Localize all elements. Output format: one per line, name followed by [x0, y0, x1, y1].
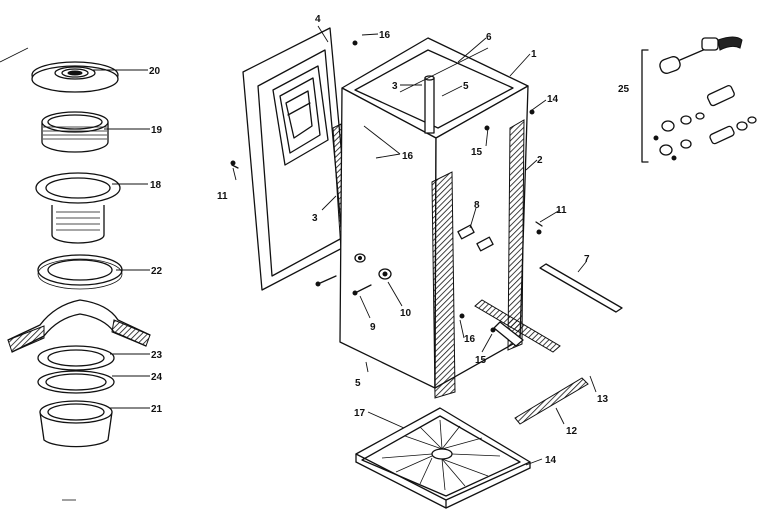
- leader-lines: [92, 25, 597, 466]
- callout-6: 6: [486, 32, 492, 43]
- callout-7: 7: [584, 254, 590, 265]
- corner-trim-part-5: [431, 171, 456, 399]
- callout-16-bottom: 16: [464, 334, 476, 345]
- callout-18: 18: [150, 180, 162, 191]
- callout-25: 25: [618, 84, 630, 95]
- callout-9: 9: [370, 322, 376, 333]
- rear-corner-strip-part-2: [507, 119, 525, 351]
- callout-16-mid: 16: [402, 151, 414, 162]
- callout-5-top: 5: [463, 81, 469, 92]
- callout-17: 17: [354, 408, 366, 419]
- drain-nut-part-21: [39, 400, 113, 448]
- callout-11-left: 11: [217, 191, 228, 202]
- door-panel-part-4: [242, 27, 351, 291]
- callout-22: 22: [151, 266, 163, 277]
- gasket-ring-part-22: [37, 254, 123, 290]
- callout-10: 10: [400, 308, 412, 319]
- callout-24: 24: [151, 372, 163, 383]
- callout-3-left: 3: [312, 213, 318, 224]
- callout-21: 21: [151, 404, 163, 415]
- callout-8: 8: [474, 200, 480, 211]
- callout-4: 4: [315, 14, 321, 25]
- washer-part-24: [37, 370, 115, 394]
- faucet-kit-part-25: [641, 36, 757, 163]
- vertical-pipe-part-3: [424, 75, 435, 134]
- callout-labels: 20 19 18 22 23 24 21 4 16 6 1 3 5 14 16 …: [149, 14, 630, 466]
- loose-screws: [230, 40, 543, 333]
- cabinet-left-wall: [339, 87, 437, 389]
- callout-2: 2: [537, 155, 543, 166]
- threshold-bar-part-12: [514, 377, 589, 425]
- callout-20: 20: [149, 66, 161, 77]
- callout-16-top: 16: [379, 30, 391, 41]
- locknut-ring-part-19: [41, 111, 109, 153]
- floor-section-cutaway: [7, 299, 151, 353]
- callout-15-top: 15: [471, 147, 483, 158]
- bottom-bar-part-15: [474, 299, 561, 353]
- callout-19: 19: [151, 125, 163, 136]
- callout-1: 1: [531, 49, 537, 60]
- callout-11-right: 11: [556, 205, 567, 216]
- drain-body-part-18: [35, 172, 121, 244]
- flange-part-23: [37, 345, 115, 371]
- cabinet-fixtures: [354, 224, 494, 280]
- callout-3-top: 3: [392, 81, 398, 92]
- shower-pan-part-17: [355, 407, 531, 509]
- callout-14-top: 14: [547, 94, 559, 105]
- callout-23: 23: [151, 350, 163, 361]
- callout-14-bottom: 14: [545, 455, 557, 466]
- stray-mark: [0, 47, 29, 63]
- callout-13: 13: [597, 394, 609, 405]
- rail-part-7: [539, 263, 623, 313]
- callout-12: 12: [566, 426, 578, 437]
- callout-5-bottom: 5: [355, 378, 361, 389]
- drain-strainer-cap-part-20: [31, 61, 119, 93]
- callout-15-bottom: 15: [475, 355, 487, 366]
